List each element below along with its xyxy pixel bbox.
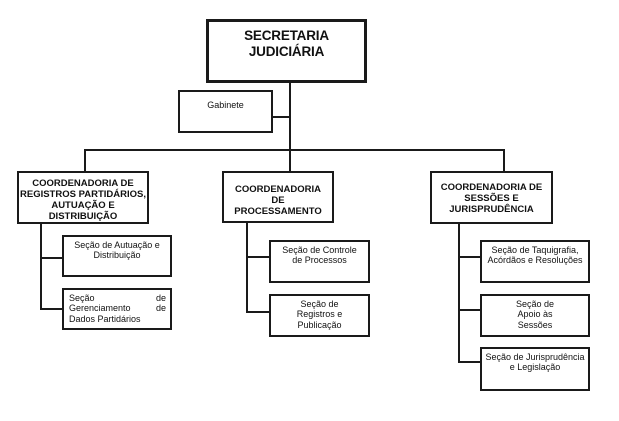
connector-sec-3-2 [458, 309, 480, 311]
node-coordenadoria-sessoes: COORDENADORIA DE SESSÕES E JURISPRUDÊNCI… [430, 171, 553, 224]
node-label-line-2: JUDICIÁRIA [248, 43, 325, 59]
connector-coord-1-drop [84, 149, 86, 171]
connector-sec-1-2 [40, 308, 62, 310]
node-label: SECRETARIA JUDICIÁRIA [209, 28, 364, 59]
connector-horizontal-bus [84, 149, 505, 151]
node-label: Gabinete [207, 100, 244, 110]
connector-coord-3-drop [503, 149, 505, 171]
node-label-line-1: SECRETARIA [244, 28, 329, 43]
node-secao-apoio-sessoes: Seção de Apoio às Sessões [480, 294, 590, 337]
connector-sec-3-1 [458, 256, 480, 258]
node-secao-jurisprudencia: Seção de Jurisprudência e Legislação [480, 347, 590, 391]
node-label: Seção de Gerenciamento de Dados Partidár… [69, 293, 166, 324]
node-coordenadoria-processamento: COORDENADORIA DE PROCESSAMENTO [222, 171, 334, 223]
connector-sec-2-2 [246, 311, 269, 313]
node-label: Seção de Autuação e Distribuição [74, 240, 160, 261]
node-label: Seção de Controle de Processos [282, 245, 357, 266]
connector-coord-1-trunk [40, 222, 42, 309]
node-secao-autuacao: Seção de Autuação e Distribuição [62, 235, 172, 277]
connector-coord-3-trunk [458, 222, 460, 362]
node-label: COORDENADORIA DE PROCESSAMENTO [234, 184, 322, 217]
connector-sec-3-3 [458, 361, 480, 363]
node-label: Seção de Taquigrafia, Acórdãos e Resoluç… [487, 245, 583, 266]
connector-coord-2-drop [289, 149, 291, 171]
connector-coord-2-trunk [246, 223, 248, 313]
node-coordenadoria-registros: COORDENADORIA DE REGISTROS PARTIDÁRIOS, … [17, 171, 149, 224]
node-label: Seção de Apoio às Sessões [515, 299, 555, 330]
node-secao-registros-publicacao: Seção de Registros e Publicação [269, 294, 370, 337]
node-label: COORDENADORIA DE SESSÕES E JURISPRUDÊNCI… [440, 182, 543, 215]
node-label: COORDENADORIA DE REGISTROS PARTIDÁRIOS, … [20, 178, 146, 222]
node-label: Seção de Jurisprudência e Legislação [485, 352, 585, 373]
node-label: Seção de Registros e Publicação [296, 299, 343, 330]
connector-sec-1-1 [40, 257, 62, 259]
node-gabinete: Gabinete [178, 90, 273, 133]
node-secretaria-judiciaria: SECRETARIA JUDICIÁRIA [206, 19, 367, 83]
node-secao-taquigrafia: Seção de Taquigrafia, Acórdãos e Resoluç… [480, 240, 590, 283]
connector-root-trunk [289, 83, 291, 150]
node-secao-controle: Seção de Controle de Processos [269, 240, 370, 283]
connector-sec-2-1 [246, 256, 269, 258]
node-secao-gerenciamento: Seção de Gerenciamento de Dados Partidár… [62, 288, 172, 330]
connector-gabinete [273, 116, 290, 118]
